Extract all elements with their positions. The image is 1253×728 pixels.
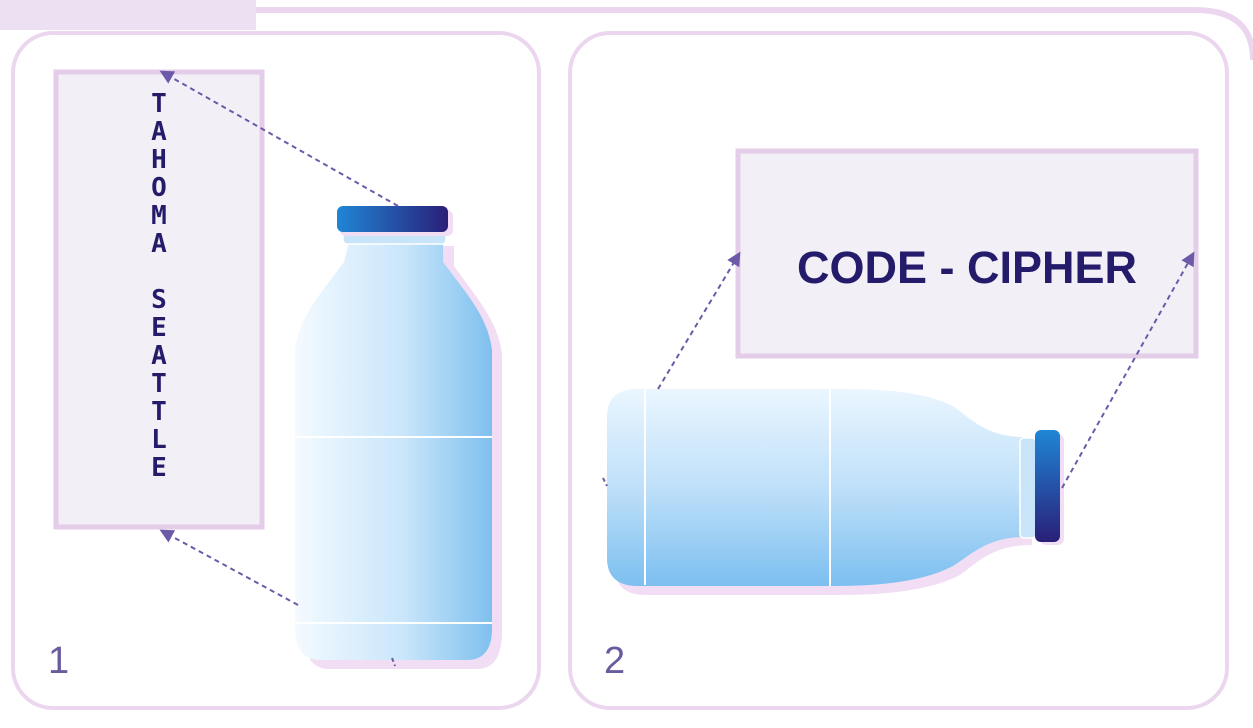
label-letter: T <box>151 89 167 119</box>
bottle-cap <box>1035 430 1060 542</box>
label-letter: A <box>151 341 167 371</box>
label-letter: O <box>151 173 167 203</box>
bottle-body <box>607 389 1024 586</box>
panel-2-label-box <box>735 148 1199 359</box>
arrow-stub <box>391 657 396 667</box>
bottle-body <box>295 242 492 660</box>
label-letter: M <box>151 201 167 231</box>
arrow-cap-to-label <box>159 70 399 207</box>
label-letter: T <box>151 397 167 427</box>
upright-bottle <box>295 206 502 669</box>
label-letter: E <box>151 453 167 483</box>
panel-2-label-text: CODE - CIPHER <box>797 242 1137 293</box>
background-frame <box>0 0 1253 61</box>
label-letter: A <box>151 117 167 147</box>
label-letter: H <box>151 145 167 175</box>
panel-2: CODE - CIPHER <box>568 31 1229 710</box>
bottle-cap <box>337 206 448 232</box>
label-letter: T <box>151 369 167 399</box>
lying-bottle <box>607 389 1064 595</box>
arrow-base-to-label <box>159 529 299 606</box>
panel-1-number: 1 <box>48 640 70 682</box>
panel-2-number: 2 <box>604 640 626 682</box>
label-letter: E <box>151 313 167 343</box>
label-letter: A <box>151 229 167 259</box>
label-letter: L <box>151 425 167 455</box>
panel-1-label-box <box>53 69 265 530</box>
arrow-stub <box>602 477 608 487</box>
label-letter: S <box>151 285 167 315</box>
bottle-neck <box>1019 437 1037 539</box>
